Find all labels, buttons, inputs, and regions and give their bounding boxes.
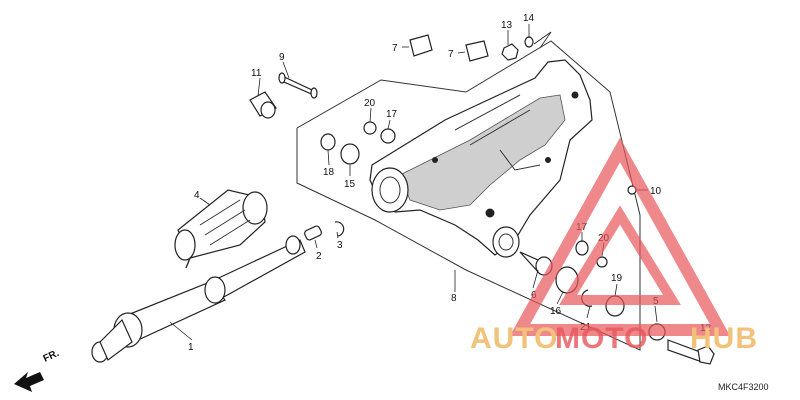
drive-shaft [91,235,306,363]
callout-13: 13 [501,20,513,31]
callout-10: 10 [650,186,662,197]
watermark-text-moto: MOTO [555,322,648,355]
swingarm-body [369,59,593,258]
callout-18: 18 [323,167,335,178]
callout-15: 15 [344,179,356,190]
callout-9: 9 [279,52,285,63]
diagram-code: MKC4F3200 [718,382,769,392]
callout-4: 4 [194,190,200,201]
callout-7a: 7 [392,43,398,54]
callout-7b: 7 [448,49,454,60]
leader-lines [169,24,709,347]
callout-2: 2 [316,251,322,262]
forward-arrow-icon: FR. [14,348,61,392]
callout-14: 14 [523,13,535,24]
spring-part [304,225,322,241]
callout-8: 8 [451,293,457,304]
assembly-outline-upper [296,40,641,216]
shaft-boot [174,189,268,269]
callout-11: 11 [251,68,262,79]
callout-20a: 20 [364,98,376,109]
direction-label: FR. [42,348,61,365]
watermark-text-auto: AUTO [470,322,558,355]
bearing-parts-right [519,185,715,365]
circlip-part [334,221,345,237]
callout-3: 3 [337,240,343,251]
collar-part [249,91,277,119]
watermark-logo: AUTO MOTO HUB [470,137,758,355]
pivot-pin [278,72,318,99]
callout-19: 19 [611,273,623,284]
callout-17a: 17 [386,109,398,120]
cap-parts [409,34,534,62]
callout-1: 1 [188,342,194,353]
callout-16: 16 [550,306,562,317]
watermark-text-hub: HUB [690,322,758,355]
